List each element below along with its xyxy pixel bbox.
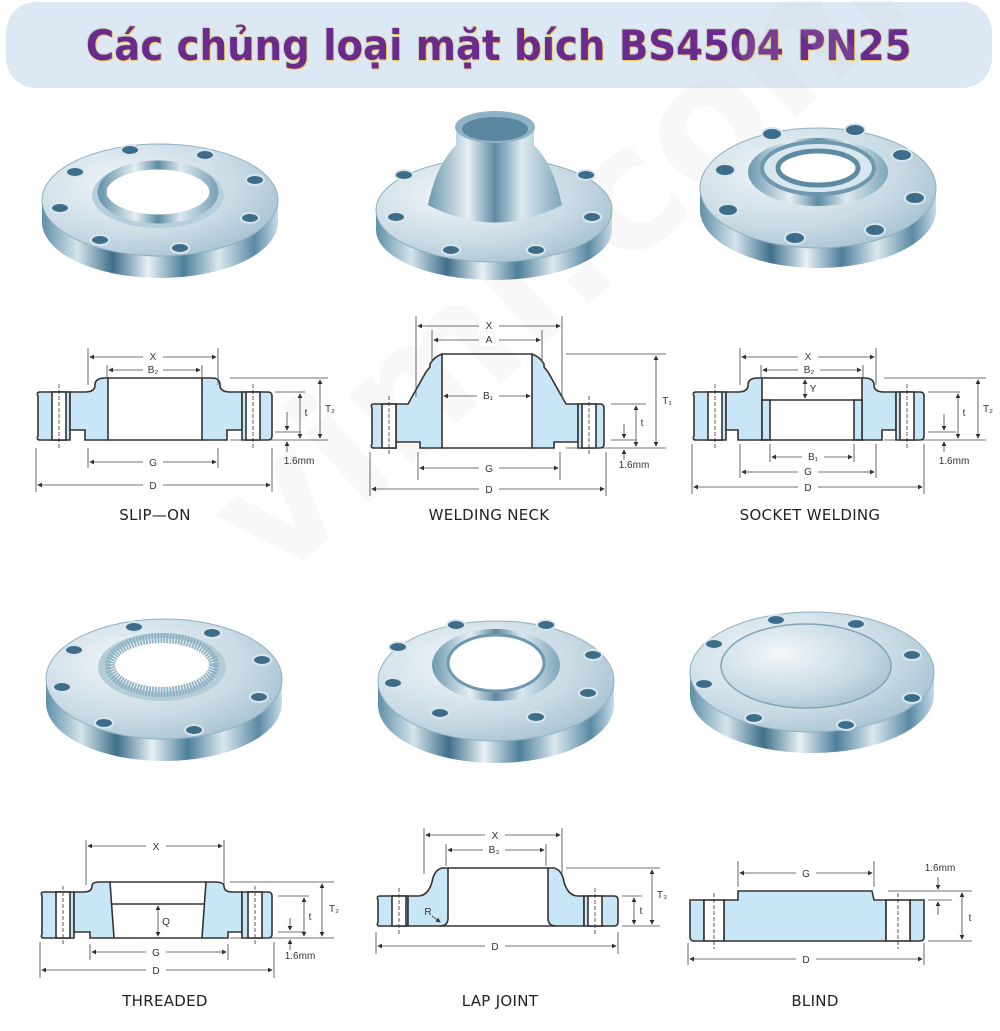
svg-text:1.6mm: 1.6mm (284, 456, 315, 467)
svg-text:X: X (153, 842, 160, 853)
slip-on-flange-photo (30, 130, 290, 295)
svg-text:A: A (486, 335, 493, 346)
svg-text:1.6mm: 1.6mm (285, 951, 316, 962)
title-banner: Các chủng loại mặt bích BS4504 PN25 (6, 2, 992, 88)
svg-text:1.6mm: 1.6mm (939, 456, 970, 467)
svg-text:T₁: T₁ (662, 396, 672, 407)
socket-welding-flange-photo (690, 110, 950, 280)
svg-text:1.6mm: 1.6mm (619, 460, 650, 471)
threaded-section-diagram: X Q G D t T₂ 1.6mm (34, 830, 344, 985)
watermark: vimi.com.vn (170, 0, 1000, 618)
svg-text:D: D (804, 483, 811, 494)
blind-flange-photo (684, 600, 944, 765)
svg-text:G: G (152, 948, 160, 959)
svg-text:t: t (305, 408, 308, 419)
svg-text:D: D (152, 966, 159, 977)
svg-text:T₂: T₂ (325, 404, 335, 415)
svg-text:B₁: B₁ (483, 391, 494, 402)
welding-neck-section-diagram: X A B₁ G D t T₁ 1.6mm (366, 312, 676, 507)
svg-text:D: D (485, 485, 492, 496)
svg-text:X: X (486, 321, 493, 332)
svg-text:T₂: T₂ (983, 404, 993, 415)
svg-text:X: X (150, 352, 157, 363)
svg-text:B₂: B₂ (804, 365, 815, 376)
page-title: Các chủng loại mặt bích BS4504 PN25 (86, 20, 912, 70)
socket-welding-section-diagram: X B₂ Y B₁ G D t T₂ 1.6mm (688, 340, 998, 505)
welding-neck-flange-photo (366, 105, 626, 295)
svg-text:t: t (963, 408, 966, 419)
svg-text:t: t (641, 418, 644, 429)
svg-text:B₂: B₂ (148, 365, 159, 376)
svg-text:D: D (802, 955, 809, 965)
svg-text:T₂: T₂ (329, 904, 339, 915)
lap-joint-flange-photo (368, 605, 628, 780)
svg-text:X: X (805, 352, 812, 363)
caption-threaded: THREADED (122, 992, 208, 1010)
lap-joint-section-diagram: X B₃ R D t T₃ (370, 822, 670, 967)
svg-text:1.6mm: 1.6mm (925, 863, 956, 874)
svg-text:D: D (491, 942, 498, 953)
caption-slip-on: SLIP—ON (119, 506, 191, 524)
blind-section-diagram: G D t 1.6mm (684, 855, 984, 970)
svg-text:Q: Q (162, 917, 170, 928)
svg-text:G: G (804, 467, 812, 478)
svg-text:t: t (640, 906, 643, 917)
svg-text:T₃: T₃ (657, 890, 667, 901)
caption-blind: BLIND (791, 992, 839, 1010)
svg-text:B₃: B₃ (489, 845, 500, 856)
svg-text:t: t (309, 912, 312, 923)
svg-text:D: D (149, 481, 156, 492)
svg-text:B₁: B₁ (808, 452, 819, 463)
caption-lap-joint: LAP JOINT (461, 992, 539, 1010)
svg-text:G: G (802, 869, 810, 880)
svg-text:Y: Y (810, 384, 817, 395)
svg-text:t: t (969, 913, 972, 924)
svg-text:R: R (424, 907, 431, 918)
slip-on-section-diagram: X B₂ G D t T₂ 1.6mm (30, 340, 340, 505)
caption-welding-neck: WELDING NECK (428, 506, 550, 524)
caption-socket-welding: SOCKET WELDING (739, 506, 881, 524)
threaded-flange-photo (34, 605, 294, 780)
svg-text:G: G (149, 458, 157, 469)
svg-text:X: X (492, 831, 499, 842)
svg-text:G: G (485, 464, 493, 475)
